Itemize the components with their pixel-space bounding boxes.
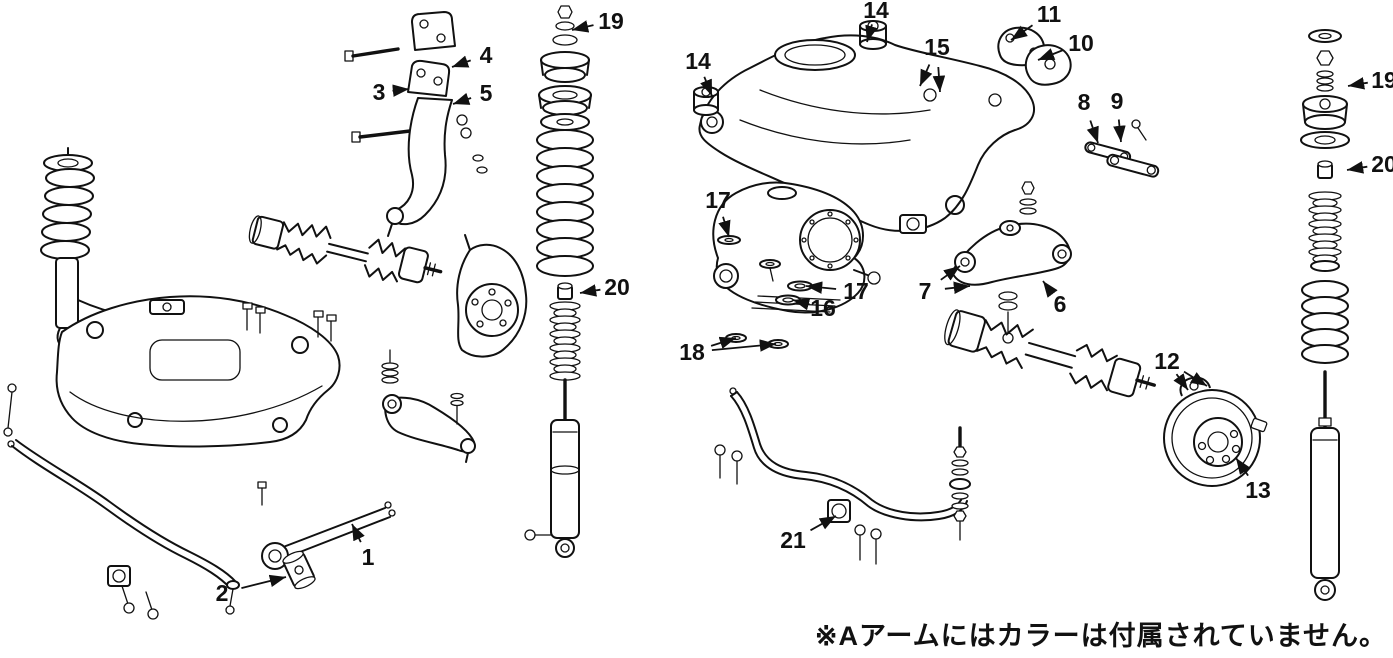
callout-label-18: 18 — [679, 339, 705, 365]
callout-label-9: 9 — [1111, 88, 1124, 114]
callout-label-3: 3 — [373, 79, 386, 105]
callout-label-1: 1 — [362, 544, 375, 570]
spring-upper-mount-stack-illustration — [538, 5, 592, 131]
callout-label-19: 19 — [598, 8, 624, 34]
callout-arrow-7 — [944, 281, 971, 295]
callout-arrow-8 — [1086, 120, 1099, 144]
front-shock-absorber-illustration — [524, 378, 580, 558]
footnote: ※Aアームにはカラーは付属されていません。 — [814, 621, 1387, 651]
callout-arrow-1 — [351, 523, 365, 543]
callout-label-20: 20 — [1371, 151, 1393, 177]
callout-arrow-3 — [392, 84, 410, 97]
rear-suspension-assembly — [693, 20, 1350, 601]
radius-rod-bushing-illustration — [282, 550, 316, 590]
callout-arrow-12 — [1183, 370, 1208, 387]
callout-label-4: 4 — [480, 42, 493, 68]
callout-label-13: 13 — [1245, 477, 1271, 503]
callout-arrow-6 — [1042, 280, 1058, 298]
callout-label-8: 8 — [1078, 89, 1091, 115]
callout-label-20: 20 — [604, 274, 630, 300]
callout-arrow-4 — [451, 55, 471, 68]
callout-label-10: 10 — [1068, 30, 1094, 56]
callout-label-17: 17 — [843, 278, 869, 304]
front-suspension-assembly — [3, 5, 594, 620]
callout-label-21: 21 — [780, 527, 806, 553]
rear-shock-parts-column-illustration — [1300, 29, 1350, 601]
rear-upper-arm-illustration — [951, 181, 1072, 344]
front-lower-arm-illustration — [381, 349, 476, 463]
callout-arrow-16 — [792, 298, 811, 311]
callout-label-16: 16 — [810, 295, 836, 321]
callout-label-19: 19 — [1371, 67, 1393, 93]
callout-label-17: 17 — [705, 187, 731, 213]
callout-label-6: 6 — [1054, 291, 1067, 317]
mount-brackets-illustration — [997, 26, 1072, 86]
callout-arrow-20 — [1346, 161, 1368, 174]
callout-arrow-18 — [710, 336, 737, 349]
callout-arrow-10 — [1037, 48, 1063, 61]
rear-knuckle-hub-illustration — [1163, 376, 1268, 487]
front-strut-spring-illustration — [40, 147, 141, 350]
radius-rod-illustration — [261, 501, 396, 570]
upper-bracket-parts-illustration — [344, 11, 488, 237]
callout-arrow-19 — [571, 20, 594, 33]
callout-arrow-2 — [241, 574, 287, 589]
callout-arrow-17 — [805, 281, 837, 294]
rear-drive-axle-illustration — [944, 309, 1156, 398]
front-coil-spring-illustration — [536, 129, 594, 277]
callout-label-5: 5 — [480, 80, 493, 106]
callout-arrow-19 — [1347, 77, 1368, 90]
front-knuckle-hub-illustration — [456, 234, 528, 358]
subframe-bolts-illustration — [242, 302, 337, 506]
callout-label-14: 14 — [863, 0, 889, 23]
callout-arrow-15 — [932, 66, 946, 93]
callout-arrow-17 — [718, 216, 731, 238]
front-dust-boot-illustration — [549, 301, 581, 381]
callout-label-2: 2 — [216, 580, 229, 606]
callout-arrow-9 — [1113, 119, 1126, 143]
callout-label-12: 12 — [1154, 348, 1180, 374]
callout-arrow-14 — [865, 24, 878, 43]
callout-arrow-15 — [919, 64, 933, 87]
callout-label-7: 7 — [919, 278, 932, 304]
bump-stop-illustration — [557, 282, 573, 300]
front-drive-axle-illustration — [248, 215, 443, 284]
differential-illustration — [712, 181, 881, 314]
lateral-links-illustration — [1084, 119, 1160, 178]
callout-arrow-20 — [579, 284, 601, 297]
callout-arrow-5 — [452, 92, 472, 105]
front-subframe-illustration — [55, 295, 341, 448]
callout-arrow-13 — [1235, 457, 1251, 477]
sway-bar-end-link-illustration — [949, 426, 971, 541]
callout-label-14: 14 — [685, 48, 711, 74]
rear-sway-bar-illustration — [714, 387, 968, 565]
front-sway-bar-illustration — [3, 383, 240, 620]
callout-arrow-12 — [1173, 373, 1189, 391]
callout-arrow-11 — [1010, 24, 1034, 41]
callout-label-15: 15 — [924, 34, 950, 60]
callout-arrow-14 — [700, 76, 713, 97]
callout-arrow-7 — [940, 265, 961, 281]
callout-arrow-21 — [810, 515, 837, 532]
diff-washers-illustration — [717, 235, 813, 349]
callout-label-11: 11 — [1037, 1, 1062, 27]
callout-arrow-18 — [711, 339, 777, 352]
